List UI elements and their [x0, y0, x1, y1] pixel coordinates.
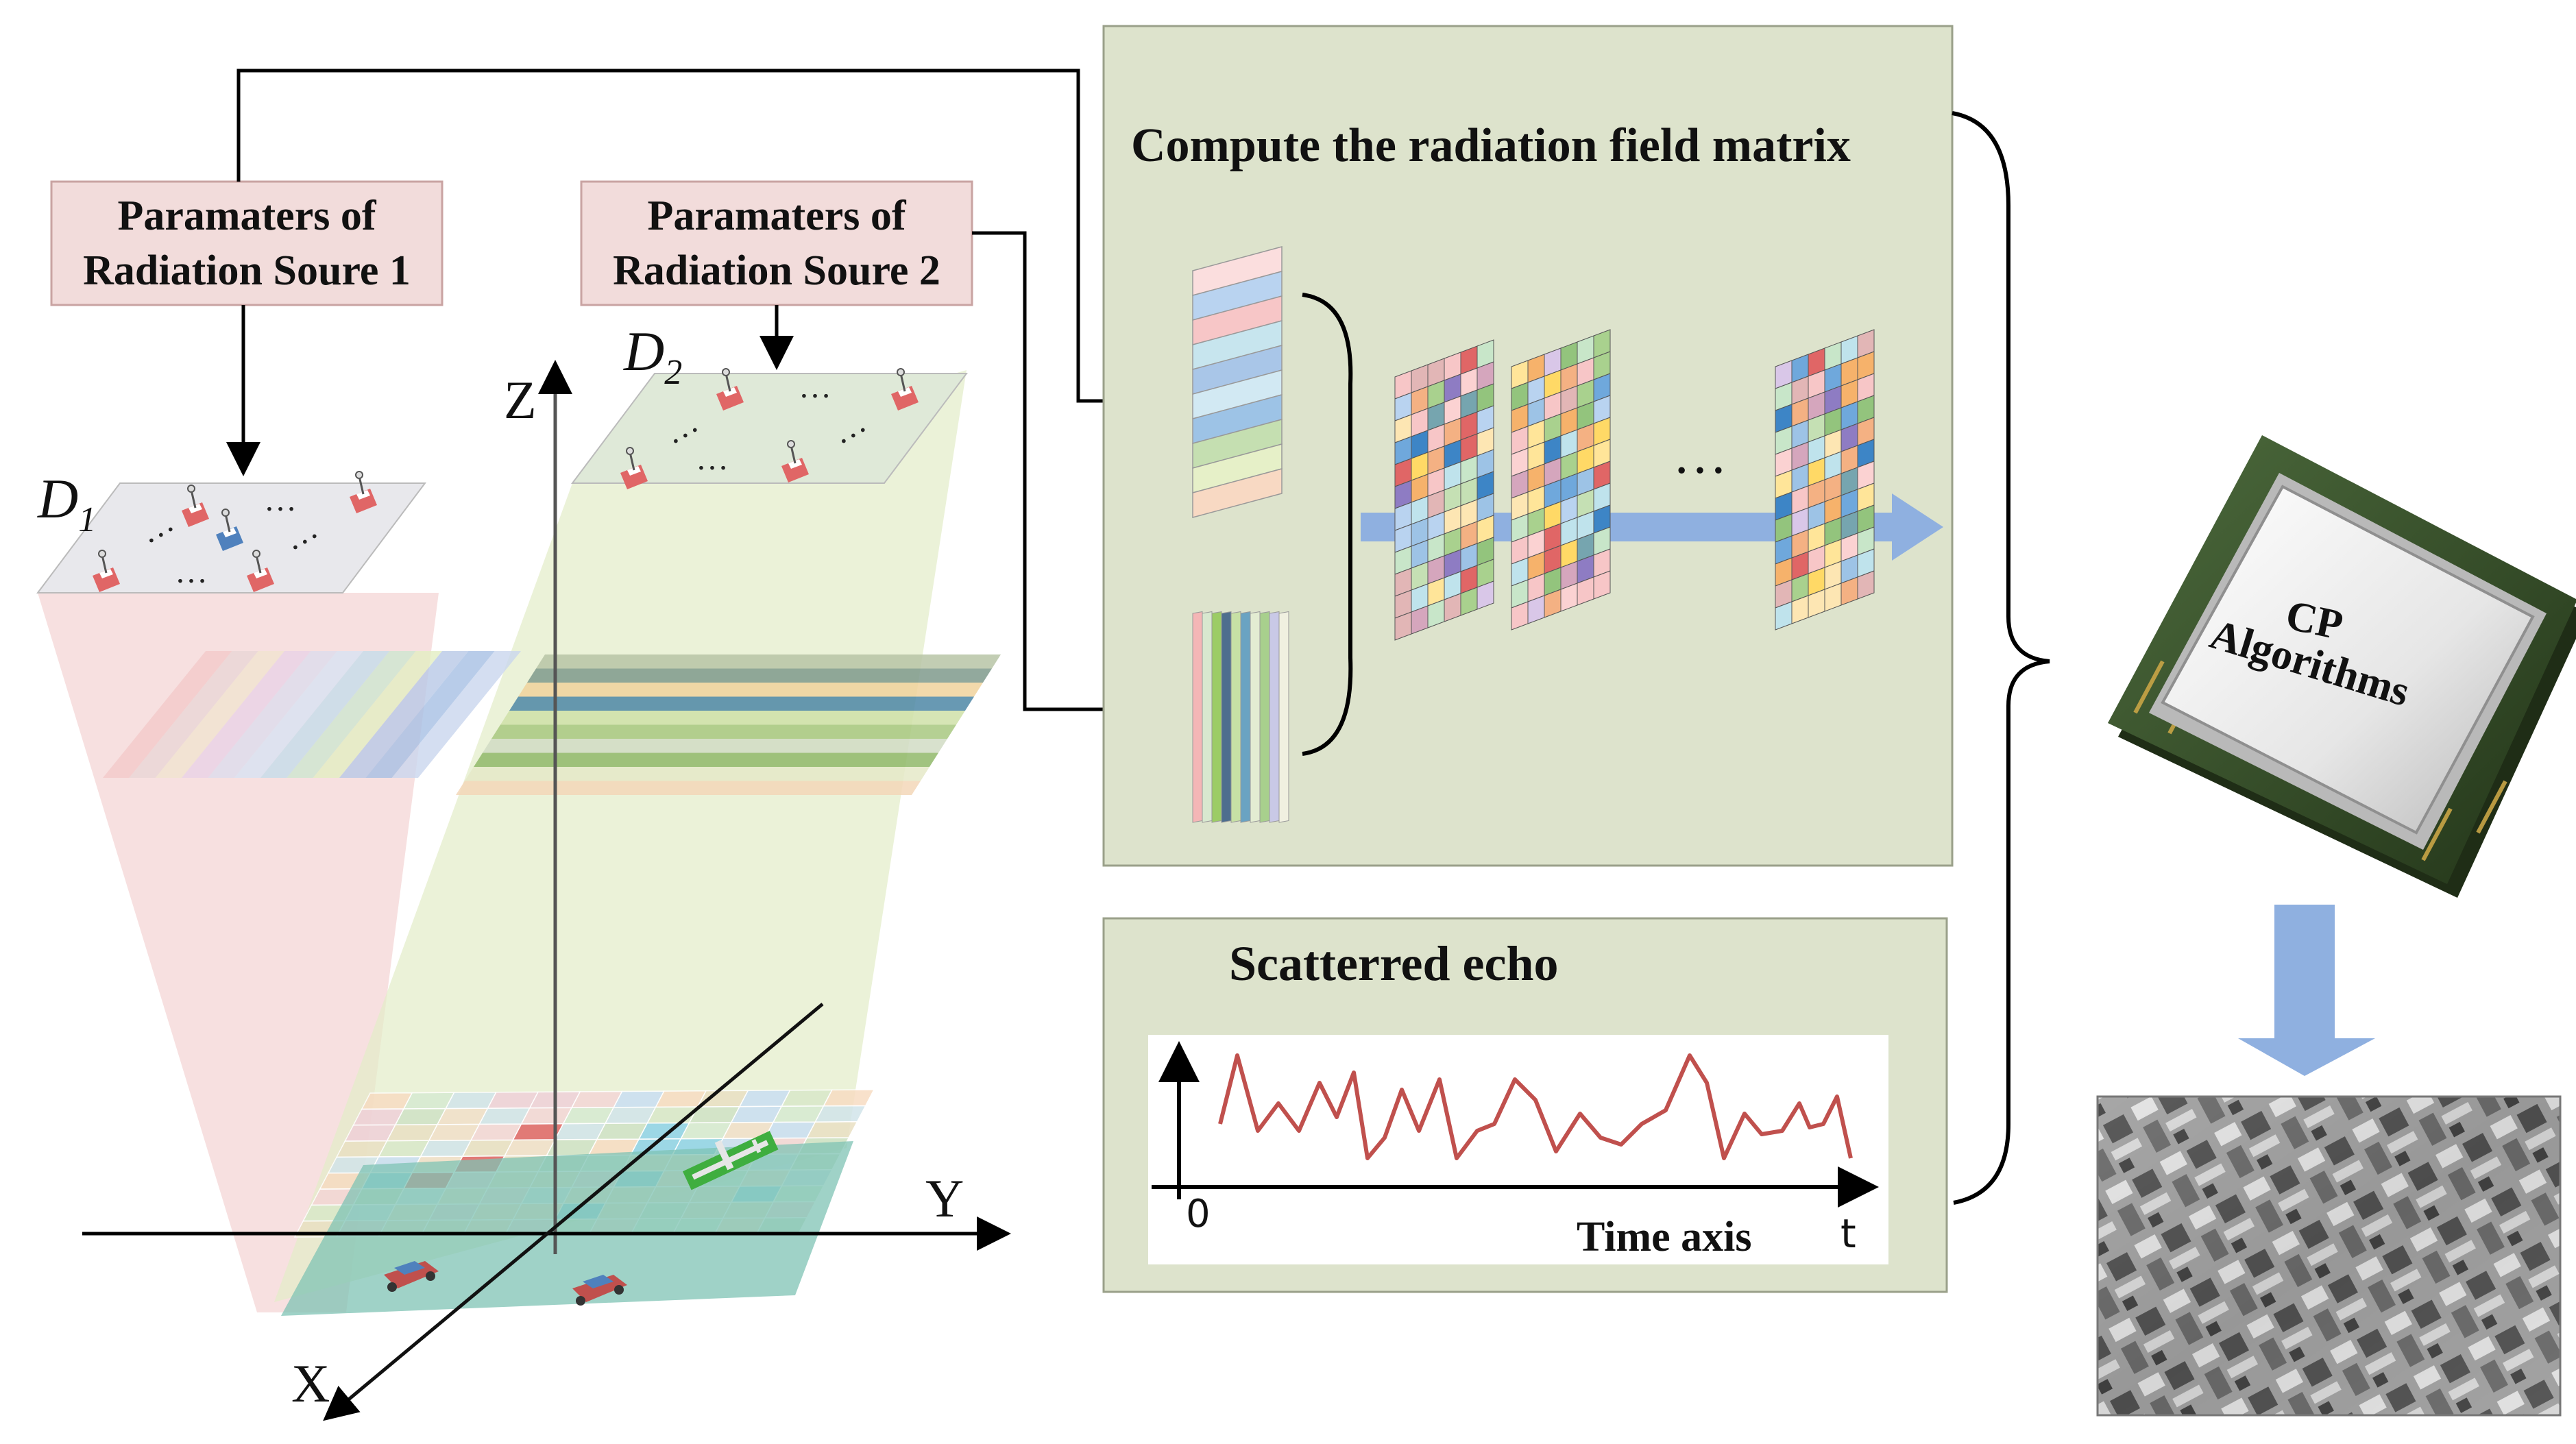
stripe	[1250, 611, 1261, 823]
radiation-source-icon	[93, 550, 120, 592]
stripe	[1230, 611, 1241, 823]
param-box-2-line1: Paramaters of	[648, 193, 907, 239]
d2-dots-bottom: …	[696, 441, 729, 477]
stripe	[1192, 611, 1203, 823]
satellite-image	[2096, 1095, 2562, 1417]
stripe	[260, 651, 390, 778]
stripe	[1269, 611, 1280, 823]
stripe	[456, 781, 921, 795]
stripe	[287, 651, 416, 778]
d1-dots-top: …	[264, 482, 297, 518]
stripe	[313, 651, 442, 778]
radiation-field-matrix	[1394, 339, 1494, 641]
stripe	[518, 683, 983, 697]
stripe	[1221, 611, 1232, 823]
d2-dots-top: …	[799, 369, 831, 405]
radiation-source-icon	[216, 509, 243, 551]
matrix-ellipsis: …	[1673, 425, 1727, 485]
output-arrow	[2238, 905, 2375, 1076]
t-axis-label: t	[1840, 1210, 1856, 1257]
matrix-panel-title: Compute the radiation field matrix	[1131, 119, 1851, 172]
ground-plate	[281, 1141, 853, 1316]
echo-panel-title: Scatterred echo	[1229, 936, 1558, 991]
stripe	[1202, 611, 1213, 823]
stripe	[365, 651, 495, 778]
horizontal-stripe-pattern	[1192, 246, 1283, 518]
stripe	[339, 651, 469, 778]
stripe	[155, 651, 284, 778]
radiation-source-icon	[716, 368, 744, 411]
ground-cell	[814, 1105, 867, 1123]
z-axis-label: Z	[504, 370, 537, 430]
stripe	[491, 724, 956, 739]
stripe	[536, 654, 1001, 669]
stripe	[1259, 611, 1270, 823]
stripe	[474, 752, 938, 767]
x-axis-label: X	[291, 1354, 330, 1413]
param-box-2-line2: Radiation Soure 2	[613, 247, 940, 294]
airplane-icon	[682, 1131, 779, 1190]
radiation-source-icon	[182, 485, 209, 527]
radiation-field-matrix	[1511, 329, 1611, 631]
stripe	[1278, 611, 1289, 823]
radiation-source-icon	[247, 550, 274, 592]
stripe	[182, 651, 311, 778]
ground-cell	[805, 1121, 858, 1139]
echo-origin-label: 0	[1186, 1192, 1211, 1236]
param-box-1-line2: Radiation Soure 1	[83, 247, 411, 294]
cpu-chip-icon: CP Algorithms	[2108, 435, 2576, 898]
stripe	[129, 651, 258, 778]
radiation-source-icon	[350, 471, 377, 513]
stripe	[509, 696, 974, 711]
stripe	[1192, 468, 1283, 518]
d1-striped-plane	[103, 651, 521, 778]
d1-label: D1	[37, 467, 96, 539]
stripe	[234, 651, 363, 778]
radiation-field-matrix	[1775, 329, 1875, 631]
vertical-stripe-pattern	[1192, 611, 1289, 823]
car-icon	[384, 1261, 439, 1292]
time-axis-label: Time axis	[1577, 1214, 1751, 1260]
scene-3d: … … … … … … … … D1 D2 Z Y X Paramaters o…	[36, 180, 1011, 1421]
x-axis	[323, 1003, 824, 1421]
stripe	[483, 739, 947, 753]
matrix-panel: Compute the radiation field matrix …	[1102, 25, 1954, 867]
ground-cell	[823, 1089, 875, 1107]
stripe	[103, 651, 232, 778]
radiation-source-icon	[891, 368, 919, 411]
panels-brace	[1952, 111, 2050, 1205]
echo-panel: Scatterred echo 0 Time axis t	[1102, 917, 1948, 1293]
d2-beam	[274, 370, 967, 1302]
car-icon	[572, 1275, 627, 1306]
param-box-source-1: Paramaters of Radiation Soure 1	[50, 180, 443, 306]
chip-label-line1: CP	[2282, 591, 2347, 649]
stripe	[1211, 611, 1222, 823]
matrix-brace	[1302, 293, 1353, 756]
radiation-field-matrices	[1394, 329, 1875, 641]
d1-dots-bottom: …	[175, 554, 208, 590]
stripe	[527, 668, 992, 683]
echo-plot-area	[1148, 1035, 1888, 1264]
param-box-source-2: Paramaters of Radiation Soure 2	[580, 180, 973, 306]
stripe	[500, 711, 965, 725]
stripe	[391, 651, 521, 778]
stripe	[208, 651, 337, 778]
stripe	[465, 767, 929, 781]
param-box-1-line1: Paramaters of	[118, 193, 377, 239]
connector-source2-to-stripes	[972, 231, 1182, 726]
d2-striped-plane	[456, 654, 1001, 795]
y-axis-label: Y	[925, 1168, 964, 1228]
echo-waveform	[1218, 1053, 1853, 1160]
radiation-source-icon	[781, 440, 809, 482]
radiation-source-icon	[620, 447, 648, 489]
d2-label: D2	[623, 320, 682, 392]
stripe	[1240, 611, 1251, 823]
d2-plane	[571, 373, 968, 484]
